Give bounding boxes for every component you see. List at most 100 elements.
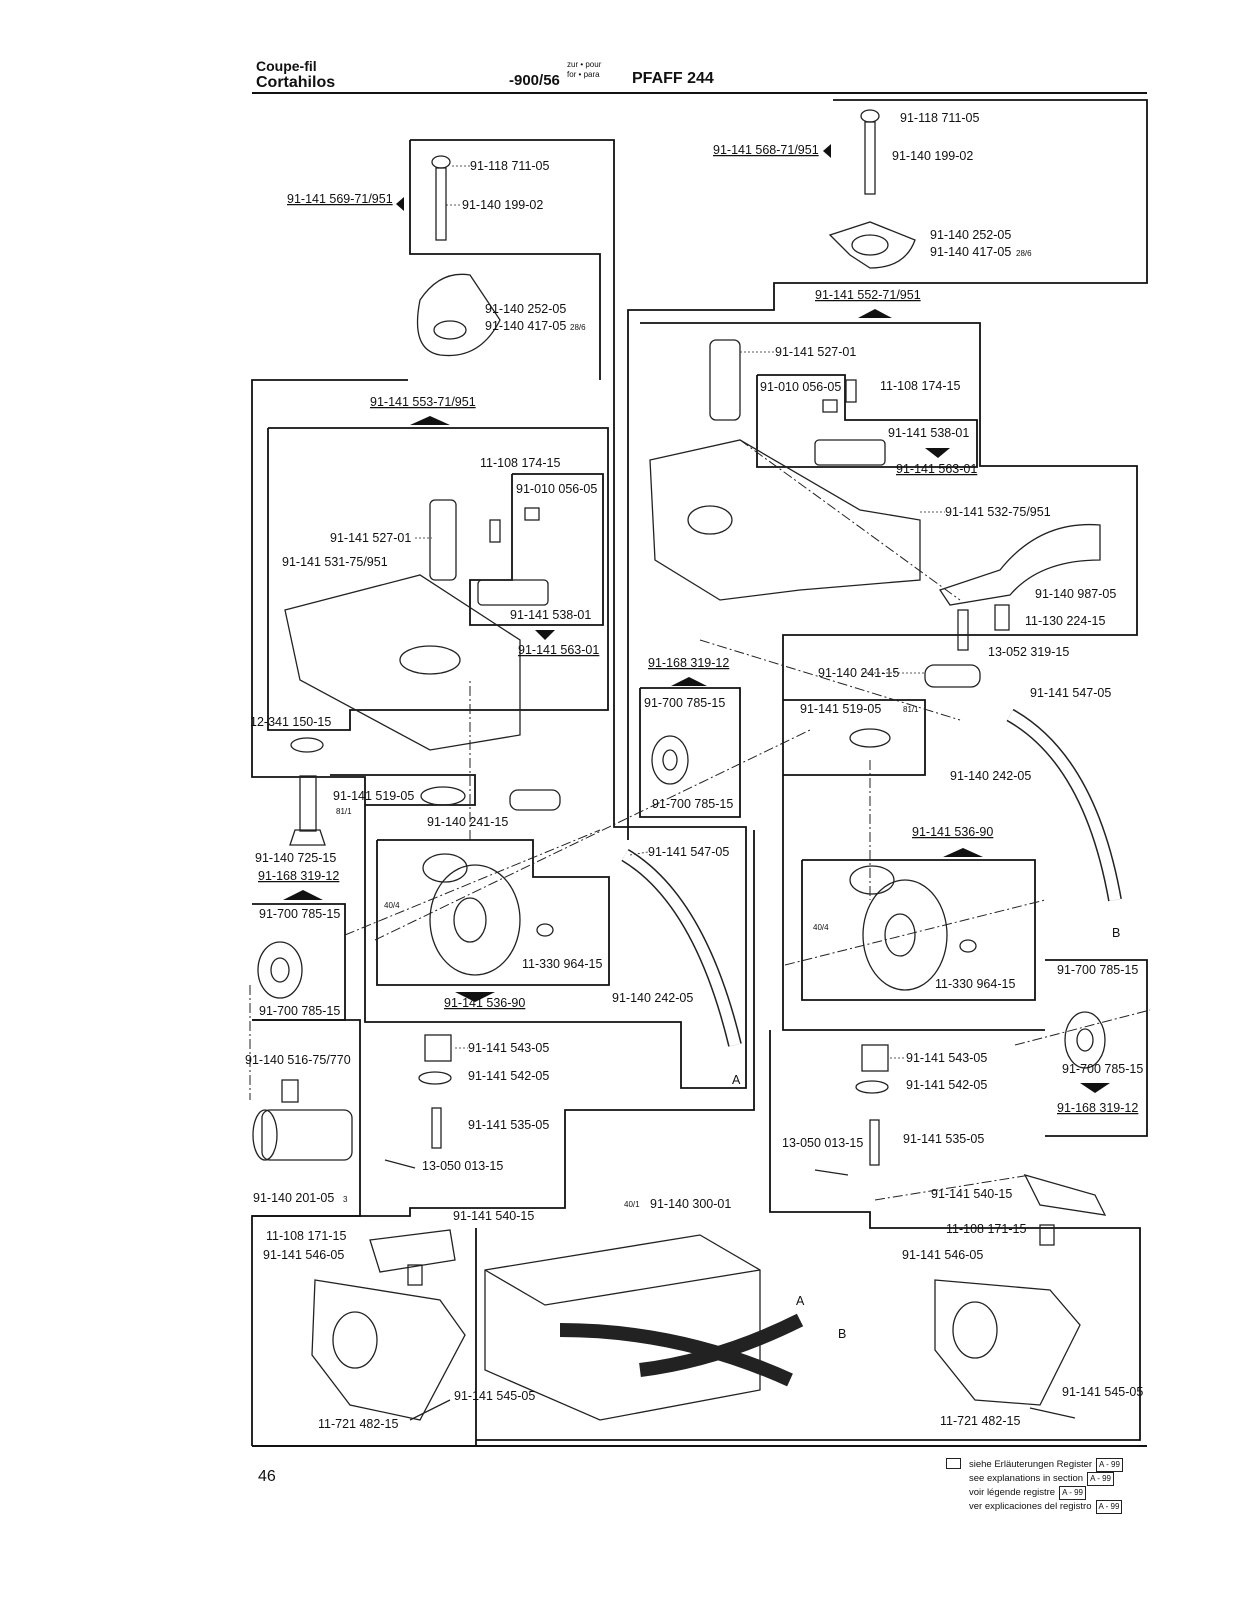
collar-right [1064,1011,1106,1069]
screw-224-right [994,604,1010,631]
label-b5: 91-141 531-75/951 [282,555,388,569]
label-s3: 91-700 785-15 [652,797,733,811]
right-washer-frame [783,699,926,776]
label-u8: 91-141 545-05 [1062,1385,1143,1399]
label-g1: 40/1 [624,1200,640,1209]
label-u3: 13-050 013-15 [782,1136,863,1150]
label-wire-b: B [838,1327,846,1341]
label-e2: 91-140 201-05 [253,1191,334,1205]
title-line-2: Cortahilos [256,74,336,91]
gear-screw-right [959,939,977,953]
label-u1: 91-141 543-05 [906,1051,987,1065]
label-f5: 11-721 482-15 [318,1417,398,1431]
axis-right-3 [784,899,1046,966]
label-s5-ref: 81/1 [903,705,919,714]
label-r1: 91-141 568-71/951 [713,143,819,157]
axis-left-2 [374,729,811,941]
marker-left-569 [396,197,404,211]
nut-543-right [861,1044,889,1072]
screw-171-left [407,1264,423,1286]
marker-up-319-left [283,890,323,900]
sleeve-small-left [281,1079,299,1103]
left-collar-frame [252,903,346,1021]
label-c6: 91-700 785-15 [259,907,340,921]
box-lid-line [484,1269,761,1306]
cable-a-outline [622,850,741,1047]
label-r13: 91-140 987-05 [1035,587,1116,601]
right-lower-frame [476,1030,1141,1441]
label-a4: 91-140 252-05 [485,302,566,316]
page-number: 46 [258,1468,276,1485]
label-u7: 91-141 546-05 [902,1248,983,1262]
marker-up-319-right [671,677,707,686]
screw-shaft-left [435,167,447,241]
label-b6: 91-141 538-01 [510,608,591,622]
label-c4: 91-140 725-15 [255,851,336,865]
right-subframe [756,374,978,468]
slider-plate-left [477,579,549,606]
bushing-left [429,499,457,581]
preposition-line-1: zur • pour [567,60,602,69]
legend-text-fr: voir légende registre [969,1487,1056,1498]
gear-body-left [429,864,521,976]
axis-right-4 [874,1174,1031,1201]
label-b2: 11-108 174-15 [480,456,560,470]
ring-left [420,786,466,806]
lever-987 [938,523,1101,606]
label-s1: 91-168 319-12 [648,656,729,670]
gear-hub-right [884,913,916,957]
label-b7: 91-141 563-01 [518,643,599,657]
legend-ref-es: A - 99 [1095,1500,1123,1514]
label-g2: 91-140 300-01 [650,1197,731,1211]
label-r10: 91-141 538-01 [888,426,969,440]
marker-down-563 [535,630,555,640]
spring-clip-left [416,273,501,357]
axis-right-5 [1014,1009,1151,1046]
marker-down-319-right [1080,1083,1110,1093]
housing-546-left [311,1279,466,1421]
label-e4: 91-141 542-05 [468,1069,549,1083]
washer-left [290,737,324,753]
label-b3: 91-010 056-05 [516,482,597,496]
label-c7: 91-700 785-15 [259,1004,340,1018]
slider-plate-right [814,439,886,466]
collar-inner-left [270,957,290,983]
label-r8: 91-010 056-05 [760,380,841,394]
screw-head-left [431,155,451,169]
label-f4: 91-141 545-05 [454,1389,535,1403]
label-e3: 91-141 543-05 [468,1041,549,1055]
label-a5: 91-140 417-05 [485,319,566,333]
bolt-head-left [289,829,326,846]
label-b4: 91-141 527-01 [330,531,411,545]
title-line-1: Coupe-fil [256,58,317,74]
machine-name: PFAFF 244 [632,70,714,87]
preposition-block: zur • pour for • para [567,60,601,80]
collar-right-top [651,735,689,785]
label-f2: 91-141 546-05 [263,1248,344,1262]
legend-text-en: see explanations in section [969,1473,1084,1484]
screw-482-right [1029,1407,1076,1419]
label-r15: 13-052 319-15 [988,645,1069,659]
gear-collar-right [849,865,895,895]
axis-right-6 [739,439,961,601]
screw-shaft-right [864,121,876,195]
part-labels: 91-141 569-71/951 91-118 711-05 91-140 1… [245,111,1143,1431]
washer-542-right [855,1080,889,1094]
label-t2: 40/4 [813,923,829,932]
label-t4: 91-700 785-15 [1057,963,1138,977]
screw-171-right [1039,1224,1055,1246]
box-body [484,1234,761,1421]
label-r3: 91-140 199-02 [892,149,973,163]
gear-hub-left [453,897,487,943]
label-s8: B [1112,926,1120,940]
label-r5: 91-140 417-05 [930,245,1011,259]
housing-hole-left [332,1311,378,1369]
label-t1: 91-141 536-90 [912,825,993,839]
label-r12: 91-141 532-75/951 [945,505,1051,519]
label-r5-ref: 28/6 [1016,249,1032,258]
label-r14: 11-130 224-15 [1025,614,1105,628]
marker-up-552 [858,309,892,318]
